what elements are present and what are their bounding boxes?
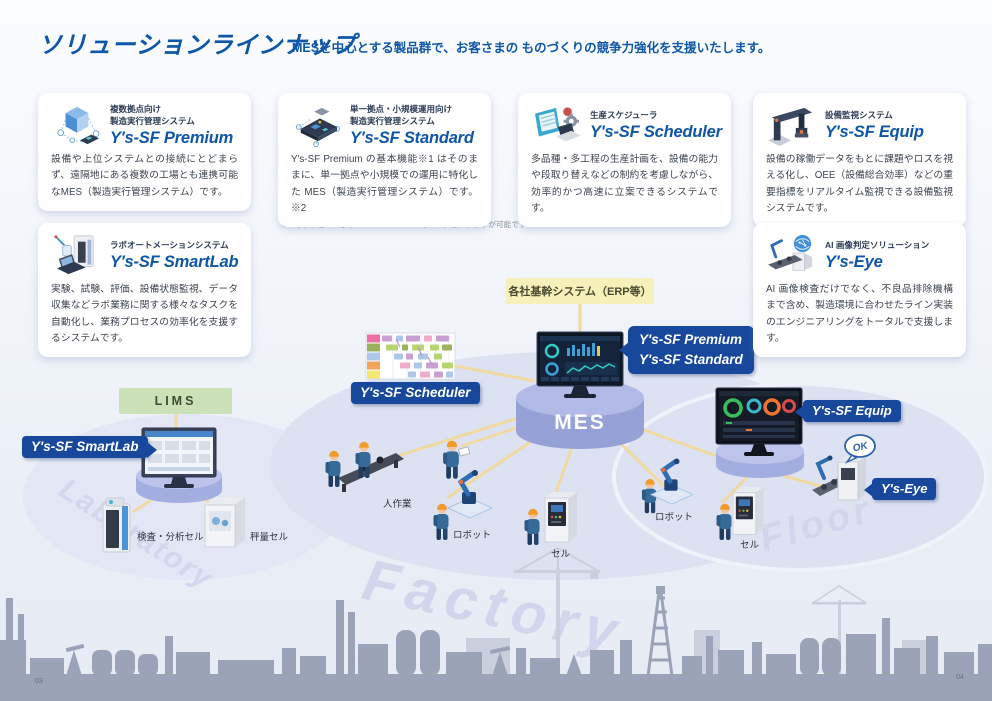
scheduler-screen-gear-icon xyxy=(535,107,581,142)
lab-automation-icon xyxy=(54,235,94,275)
label-robot-left: ロボット xyxy=(453,530,492,541)
label-manual-work: 人作業 xyxy=(383,499,412,510)
label-cell-center: セル xyxy=(551,549,571,560)
cell-machine-right xyxy=(732,487,764,535)
card-ys-sf-standard: 単一拠点・小規模運用向け 製造実行管理システム Y's-SF Standard … xyxy=(278,93,491,227)
card-ys-sf-smartlab: ラボオートメーションシステム Y's-SF SmartLab 実験、試験、評価、… xyxy=(38,223,251,357)
robot-arm-right xyxy=(649,458,694,505)
card-category: 単一拠点・小規模運用向け 製造実行管理システム xyxy=(350,104,453,126)
card-description: 多品種・多工程の生産計画を、設備の能力や段取り替えなどの制約を考慮しながら、効率… xyxy=(531,154,718,214)
card-description: Y's-SF Premium の基本機能※1 はそのままに、単一拠点や小規模での… xyxy=(291,154,478,214)
tag-premium-standard: Y's-SF Premium Y's-SF Standard xyxy=(619,326,754,375)
card-product-name: Y's-SF Standard xyxy=(350,128,474,147)
ai-vision-icon xyxy=(768,234,813,271)
cell-machine-center xyxy=(544,492,577,543)
ok-speech-bubble: OK xyxy=(844,434,876,464)
tablet xyxy=(458,446,471,457)
card-product-name: Y's-SF Equip xyxy=(825,123,924,142)
robot-arm-left xyxy=(446,470,494,519)
card-category: AI 画像判定ソリューション xyxy=(825,239,930,250)
ok-label: OK xyxy=(852,440,870,454)
card-description: 実験、試験、評価、設備状態監視、データ収集などラボ業務に関する様々なタスクを自動… xyxy=(51,284,238,344)
page-subtitle: MESを中心とする製品群で、お客さまの ものづくりの競争力強化を支援いたします。 xyxy=(292,41,771,55)
card-product-name: Y's-SF Scheduler xyxy=(590,123,722,142)
mes-label: MES xyxy=(554,411,606,434)
tag-equip: Y's-SF Equip xyxy=(795,400,901,422)
card-product-name: Y's-SF SmartLab xyxy=(110,253,239,272)
card-category: ラボオートメーションシステム xyxy=(110,239,229,250)
card-category: 複数拠点向け 製造実行管理システム xyxy=(110,104,195,126)
page-title: ソリューションラインナップ xyxy=(38,32,357,59)
card-ys-sf-equip: 設備監視システム Y's-SF Equip 設備の稼働データをもとに課題やロスを… xyxy=(753,93,966,227)
weighing-cell-device xyxy=(204,497,245,548)
card-ys-eye: AI 画像判定ソリューション Y's-Eye AI 画像検査だけでなく、不良品排… xyxy=(753,223,966,357)
erp-system-box: 各社基幹システム（ERP等） xyxy=(506,278,654,304)
card-ys-sf-scheduler: 生産スケジューラ Y's-SF Scheduler 多品種・多工程の生産計画を、… xyxy=(518,93,731,227)
factory-area-ellipse-right xyxy=(612,382,988,572)
label-inspection-cell: 検査・分析セル xyxy=(137,532,204,543)
multi-site-network-icon xyxy=(57,106,100,145)
smartlab-monitor xyxy=(141,427,217,488)
card-product-name: Y's-SF Premium xyxy=(110,128,234,147)
skyline-front xyxy=(0,586,992,701)
page-number-right: 04 xyxy=(956,674,964,681)
equip-monitor xyxy=(715,387,803,456)
tag-scheduler: Y's-SF Scheduler xyxy=(351,382,480,404)
single-site-board-icon xyxy=(295,107,340,148)
inspection-cell-device xyxy=(102,497,131,553)
tag-premium-line: Y's-SF Premium xyxy=(639,332,742,347)
scheduler-gantt-chart xyxy=(365,332,456,380)
card-product-name: Y's-Eye xyxy=(825,253,883,272)
card-category: 設備監視システム xyxy=(825,109,893,120)
page-number-left: 03 xyxy=(35,678,43,685)
label-robot-right: ロボット xyxy=(655,512,694,523)
card-category: 生産スケジューラ xyxy=(590,109,658,120)
equipment-monitoring-icon xyxy=(768,107,813,147)
tag-smartlab: Y's-SF SmartLab xyxy=(22,436,156,458)
label-weighing-cell: 秤量セル xyxy=(250,532,289,543)
card-ys-sf-premium: 複数拠点向け 製造実行管理システム Y's-SF Premium 設備や上位シス… xyxy=(38,93,251,211)
tag-standard-line: Y's-SF Standard xyxy=(639,351,743,367)
tag-eye: Y's-Eye xyxy=(863,478,937,500)
card-description: 設備の稼働データをもとに課題やロスを視える化し、OEE（設備総合効率）などの重要… xyxy=(766,154,953,214)
label-cell-right: セル xyxy=(740,540,760,551)
lims-box: LIMS xyxy=(119,388,232,414)
mes-monitor xyxy=(536,331,624,398)
eye-machine: OK xyxy=(812,434,876,501)
card-description: 設備や上位システムとの接続にとどまらず、遠隔地にある複数の工場とも連携可能なME… xyxy=(51,154,238,198)
card-description: AI 画像検査だけでなく、不良品排除機構まで含め、製造環境に合わせたライン実装の… xyxy=(766,284,953,344)
